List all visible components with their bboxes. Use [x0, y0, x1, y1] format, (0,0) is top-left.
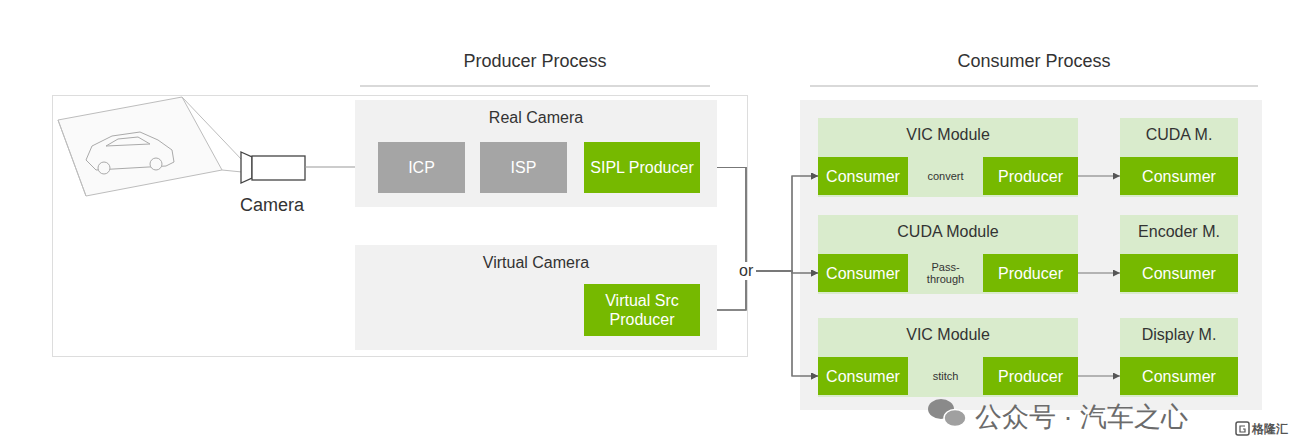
component-box: Consumer	[818, 157, 908, 195]
operation-label: stitch	[920, 357, 971, 395]
module-box: Display M. Consumer	[1120, 318, 1238, 397]
box-label: Producer	[998, 367, 1063, 386]
data-flow-arrow	[700, 168, 818, 377]
view-plane	[58, 97, 222, 196]
stage-box: ISP	[480, 142, 567, 193]
box-label: SIPL Producer	[590, 158, 693, 177]
box-title: Display M.	[1120, 326, 1238, 344]
car-window	[106, 137, 150, 146]
data-flow-arrow	[700, 168, 818, 272]
component-box: Consumer	[1120, 357, 1238, 395]
camera-body	[252, 156, 305, 180]
camera-icon	[241, 152, 305, 183]
choice-label: or	[736, 262, 756, 280]
component-box: Consumer	[818, 357, 908, 395]
data-flow-arrow	[700, 176, 818, 310]
box-label: Consumer	[826, 264, 900, 283]
view-ray	[58, 120, 86, 196]
module-box: VIC Module stitch Consumer Producer	[818, 318, 1078, 397]
section-heading: Producer Process	[360, 51, 710, 72]
watermark: 公众号 · 汽车之心	[975, 399, 1188, 435]
box-title: Virtual Camera	[355, 254, 717, 272]
box-title: Encoder M.	[1120, 223, 1238, 241]
camera-lens	[241, 152, 252, 183]
data-flow-arrow	[700, 271, 818, 310]
box-title: VIC Module	[818, 326, 1078, 344]
consumer-panel	[800, 100, 1262, 410]
brand-icon	[1236, 422, 1249, 435]
operation-label: Pass-through	[920, 254, 971, 292]
device-label: Camera	[228, 195, 316, 216]
box-label: Consumer	[1142, 167, 1216, 186]
box-title: Real Camera	[355, 109, 717, 127]
data-flow-arrow	[1078, 272, 1120, 273]
chat-bubble	[944, 410, 966, 427]
component-box: Consumer	[818, 254, 908, 292]
data-flow-arrow	[1078, 375, 1120, 376]
module-box: VIC Module convert Consumer Producer	[818, 118, 1078, 197]
view-ray	[222, 170, 242, 172]
component-box: Consumer	[1120, 157, 1238, 195]
heading-rule	[810, 85, 1258, 87]
box-label: ISP	[511, 158, 537, 177]
camera-panel: Virtual CameraVirtual Src Producer	[355, 245, 717, 350]
box-title: VIC Module	[818, 126, 1078, 144]
operation-label: convert	[920, 157, 971, 195]
camera-scene	[58, 97, 242, 196]
component-box: SIPL Producer	[584, 142, 700, 193]
module-box: Encoder M. Consumer	[1120, 215, 1238, 294]
box-label: Producer	[998, 167, 1063, 186]
box-label: Consumer	[1142, 264, 1216, 283]
stage-box: ICP	[378, 142, 465, 193]
brand-mark	[1236, 422, 1249, 435]
module-box: CUDA M. Consumer	[1120, 118, 1238, 197]
box-title: CUDA Module	[818, 223, 1078, 241]
heading-rule	[360, 85, 710, 87]
data-flow-arrow	[700, 271, 818, 376]
box-label: Virtual Src Producer	[590, 291, 694, 329]
data-flow-arrow	[1078, 175, 1120, 176]
box-label: ICP	[408, 158, 435, 177]
wechat-icon	[928, 399, 966, 427]
component-box: Producer	[983, 254, 1078, 292]
component-box: Producer	[983, 157, 1078, 195]
box-label: Consumer	[826, 367, 900, 386]
component-box: Consumer	[1120, 254, 1238, 292]
camera-panel: Real CameraICP ISP SIPL Producer	[355, 100, 717, 207]
box-label: Consumer	[1142, 367, 1216, 386]
module-box: CUDA ModulePass-through Consumer Producer	[818, 215, 1078, 294]
component-box: Producer	[983, 357, 1078, 395]
producer-outline	[53, 96, 748, 357]
data-flow-arrow	[700, 168, 818, 274]
view-ray	[182, 97, 242, 160]
component-box: Virtual Src Producer	[584, 284, 700, 336]
box-label: Producer	[998, 264, 1063, 283]
car-wheel	[150, 158, 162, 170]
section-heading: Consumer Process	[810, 51, 1258, 72]
box-label: Consumer	[826, 167, 900, 186]
brand-mark	[1240, 426, 1245, 432]
box-title: CUDA M.	[1120, 126, 1238, 144]
car-wheel	[98, 162, 110, 174]
watermark: 格隆汇	[1252, 421, 1288, 438]
